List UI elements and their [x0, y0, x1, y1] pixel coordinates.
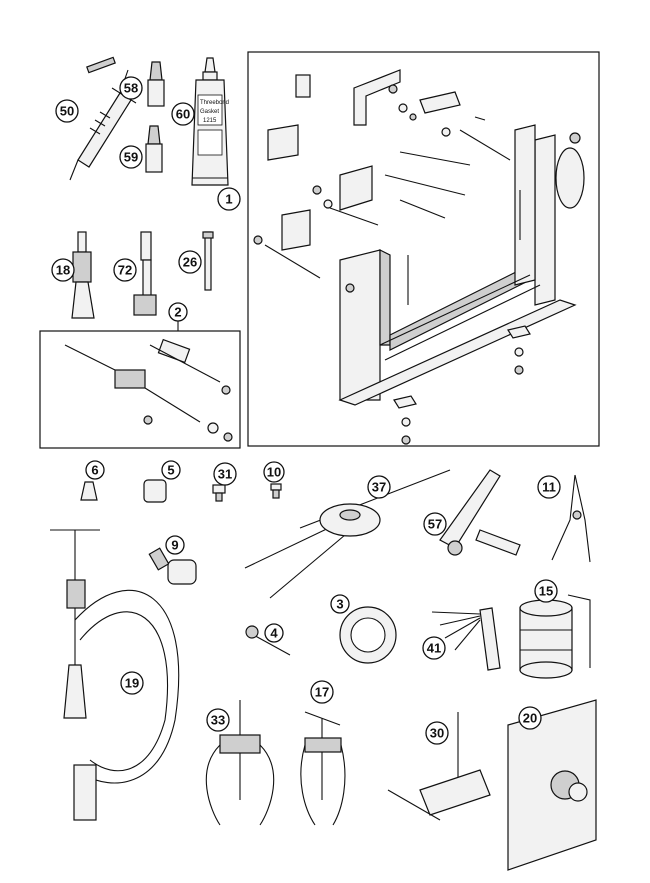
svg-text:1: 1 [225, 192, 232, 207]
mounting-plate-20-icon [507, 699, 597, 871]
svg-text:33: 33 [211, 713, 225, 728]
tool-set-2-frame [39, 330, 241, 449]
callout-33: 33 [206, 708, 230, 732]
callout-37: 37 [367, 475, 391, 499]
svg-text:9: 9 [171, 538, 178, 553]
clutch-disc-3-icon [339, 606, 397, 664]
sealant-tube-icon [191, 57, 229, 186]
adapter-9-icon [148, 547, 197, 585]
svg-text:37: 37 [372, 480, 386, 495]
svg-text:57: 57 [428, 517, 442, 532]
svg-text:3: 3 [336, 597, 343, 612]
svg-text:30: 30 [430, 726, 444, 741]
ring-compressor-icon [519, 594, 591, 679]
valve-spring-compressor-icon [50, 529, 180, 821]
callout-19: 19 [120, 671, 144, 695]
tool-set-2-icon [64, 338, 233, 442]
syringe-icon [69, 56, 137, 181]
puller-18-icon [71, 231, 95, 319]
engine-stand-icon [253, 69, 585, 445]
svg-text:10: 10 [267, 465, 281, 480]
callout-2: 2 [168, 302, 188, 322]
svg-text:31: 31 [218, 467, 232, 482]
callout-26: 26 [178, 250, 202, 274]
callout-57: 57 [423, 512, 447, 536]
adapter-5-icon [143, 479, 167, 503]
svg-text:72: 72 [118, 263, 132, 278]
callout-72: 72 [113, 258, 137, 282]
holding-tool-37-icon [244, 469, 451, 599]
callout-10: 10 [263, 461, 285, 483]
callout-31: 31 [213, 462, 237, 486]
callout-20: 20 [518, 706, 542, 730]
tube-label-line1: Threebond [200, 100, 229, 106]
callout-9: 9 [165, 535, 185, 555]
svg-text:5: 5 [167, 463, 174, 478]
svg-text:6: 6 [91, 463, 98, 478]
callout-50: 50 [55, 99, 79, 123]
sealant-bottle-59-icon [145, 125, 163, 173]
svg-text:11: 11 [542, 480, 556, 495]
svg-text:58: 58 [124, 81, 138, 96]
tube-label-line2: Gasket [200, 109, 219, 115]
pin-26-icon [202, 231, 214, 291]
screw-31-icon [212, 484, 226, 502]
callout-15: 15 [534, 579, 558, 603]
svg-text:15: 15 [539, 584, 553, 599]
svg-text:41: 41 [427, 641, 441, 656]
svg-text:60: 60 [176, 107, 190, 122]
tool-4-icon [245, 625, 291, 656]
svg-text:59: 59 [124, 150, 138, 165]
circlip-pliers-icon [551, 474, 591, 563]
callout-58: 58 [119, 76, 143, 100]
svg-text:50: 50 [60, 104, 74, 119]
svg-text:20: 20 [523, 711, 537, 726]
callout-3: 3 [330, 594, 350, 614]
svg-text:17: 17 [315, 685, 329, 700]
callout-11: 11 [537, 475, 561, 499]
callout-18: 18 [51, 258, 75, 282]
engine-stand-frame [247, 51, 600, 447]
feeler-gauge-icon [431, 607, 501, 671]
sealant-bottle-58-icon [147, 61, 165, 107]
svg-text:4: 4 [270, 626, 278, 641]
callout-59: 59 [119, 145, 143, 169]
tool-30-icon [387, 712, 491, 821]
svg-text:2: 2 [174, 305, 181, 320]
puller-17-icon [300, 711, 346, 826]
screw-10-icon [270, 483, 282, 499]
callout-17: 17 [310, 680, 334, 704]
drift-72-icon [133, 231, 157, 316]
svg-text:26: 26 [183, 255, 197, 270]
callout-30: 30 [425, 721, 449, 745]
puller-33-icon [205, 700, 275, 826]
callout-4: 4 [264, 623, 284, 643]
callout-60: 60 [171, 102, 195, 126]
callout-5: 5 [161, 460, 181, 480]
crimping-pliers-icon [439, 469, 521, 556]
svg-text:19: 19 [125, 676, 139, 691]
svg-text:18: 18 [56, 263, 70, 278]
callout-41: 41 [422, 636, 446, 660]
tube-label-line3: 1215 [203, 118, 217, 124]
callout-6: 6 [85, 460, 105, 480]
callout-1: 1 [217, 187, 241, 211]
adapter-6-icon [80, 481, 98, 501]
